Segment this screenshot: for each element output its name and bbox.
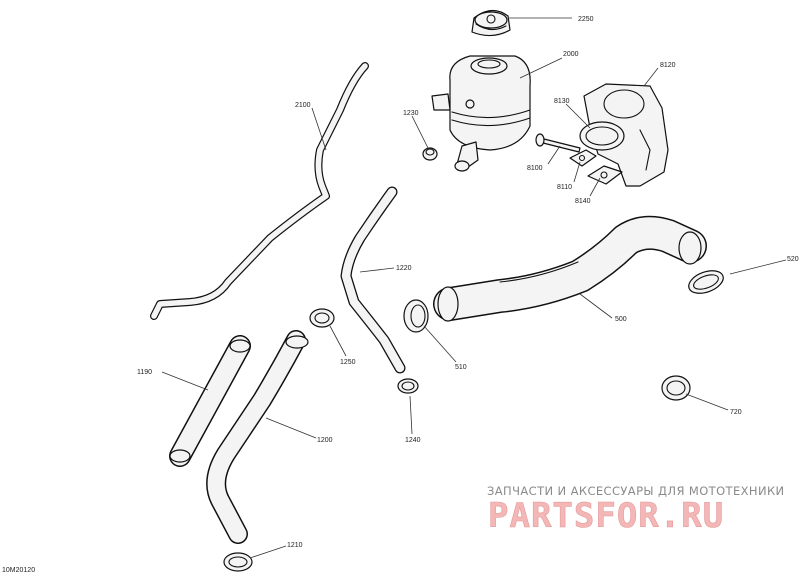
callout-1210: 1210 [287,542,303,549]
callout-8140: 8140 [575,198,591,205]
diagram-reference-id: 10M20120 [2,567,35,574]
clamp-510 [403,299,429,333]
callout-720: 720 [730,409,742,416]
clamp-1210 [223,552,253,572]
callout-8120: 8120 [660,62,676,69]
callout-8130: 8130 [554,98,570,105]
callout-1220: 1220 [396,265,412,272]
hose-500 [433,215,707,322]
clamp-520 [688,270,724,294]
callout-1250: 1250 [340,359,356,366]
callout-2000: 2000 [563,51,579,58]
bolt [535,133,581,153]
plate-large [587,165,623,185]
watermark: ЗАПЧАСТИ И АКСЕССУАРЫ ДЛЯ МОТОТЕХНИКИ PA… [487,484,785,536]
plate-small [569,149,597,167]
callout-labels: 2250 2000 8120 2100 1230 8130 8100 8110 … [137,16,799,549]
watermark-brand: PARTSFOR.RU [488,496,724,536]
callout-1240: 1240 [405,437,421,444]
callout-500: 500 [615,316,627,323]
pipe-1190 [169,335,251,467]
callout-2100: 2100 [295,102,311,109]
expansion-tank [431,55,531,172]
clamp-1230 [422,147,438,161]
callout-8100: 8100 [527,165,543,172]
callout-520: 520 [787,256,799,263]
hose-1200 [206,330,309,544]
callout-1230: 1230 [403,110,419,117]
radiator-cap [471,9,511,37]
callout-1200: 1200 [317,437,333,444]
clamp-1250 [309,308,335,328]
clamp-720 [661,375,691,401]
hose-2100 [150,62,369,320]
clamp-1240 [397,378,419,394]
hose-1220 [340,186,406,374]
gasket [579,121,625,151]
watermark-tagline: ЗАПЧАСТИ И АКСЕССУАРЫ ДЛЯ МОТОТЕХНИКИ [487,484,785,498]
leader-lines [161,17,787,559]
callout-1190: 1190 [137,369,152,376]
callout-8110: 8110 [557,184,572,191]
callout-510: 510 [455,364,467,371]
callout-2250: 2250 [578,16,594,23]
